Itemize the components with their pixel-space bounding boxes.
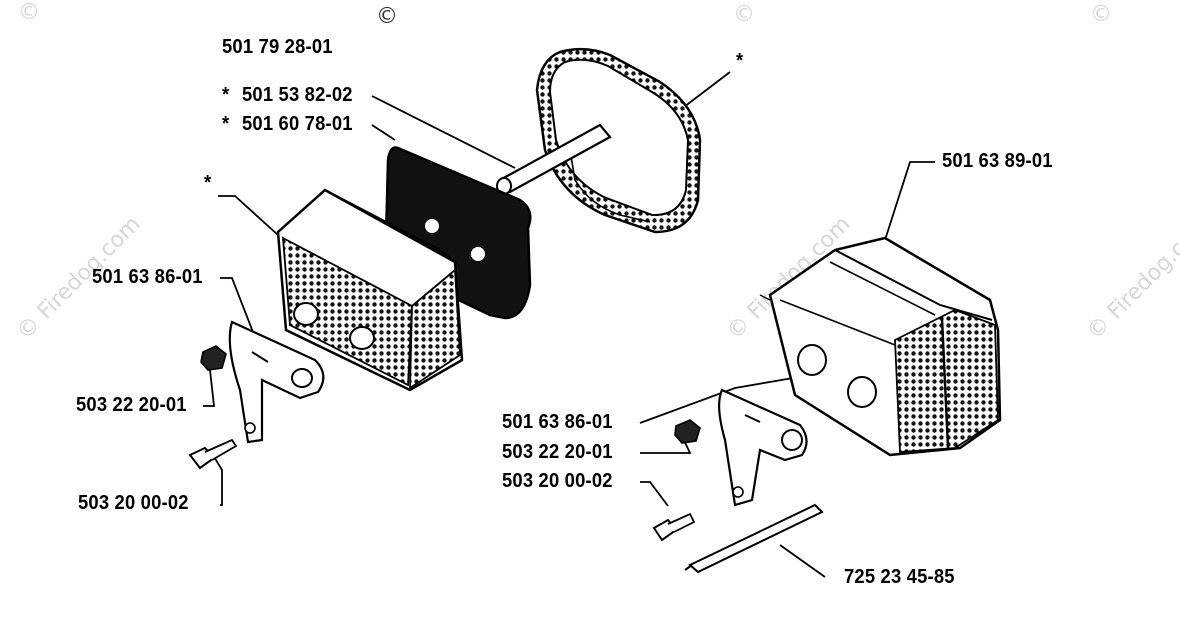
label-left-bracket: 501 63 86-01 (92, 266, 203, 288)
top-mesh-cover (535, 47, 702, 234)
label-right-nut: 503 22 20-01 (502, 441, 613, 463)
left-muffler-block (276, 188, 464, 392)
star-top-cover: * (736, 50, 744, 72)
label-bar: 725 23 45-85 (844, 566, 955, 588)
left-screw (188, 438, 238, 470)
watermark-copyright-top: © (376, 4, 398, 29)
bar (684, 503, 824, 574)
star-rod: * (222, 84, 230, 106)
label-gasket: 501 60 78-01 (242, 113, 353, 135)
label-right-cover: 501 63 89-01 (942, 150, 1053, 172)
label-left-screw: 503 20 00-02 (78, 492, 189, 514)
right-screw (652, 512, 696, 542)
label-top: 501 79 28-01 (222, 36, 333, 58)
label-right-screw: 503 20 00-02 (502, 470, 613, 492)
watermark-copyright-topright: © (1090, 2, 1112, 27)
left-bracket (228, 320, 325, 444)
rod (496, 123, 612, 195)
right-nut (674, 419, 701, 444)
left-nut (200, 345, 227, 371)
label-rod: 501 53 82-02 (242, 84, 353, 106)
label-left-nut: 503 22 20-01 (76, 394, 187, 416)
star-gasket: * (222, 113, 230, 135)
watermark-copyright-topmid: © (733, 2, 755, 27)
star-left-block: * (204, 172, 212, 194)
right-muffler-assembly (759, 236, 1002, 457)
right-bracket (718, 388, 808, 507)
watermark-copyright-topleft: © (18, 0, 40, 25)
label-right-bracket: 501 63 86-01 (502, 411, 613, 433)
